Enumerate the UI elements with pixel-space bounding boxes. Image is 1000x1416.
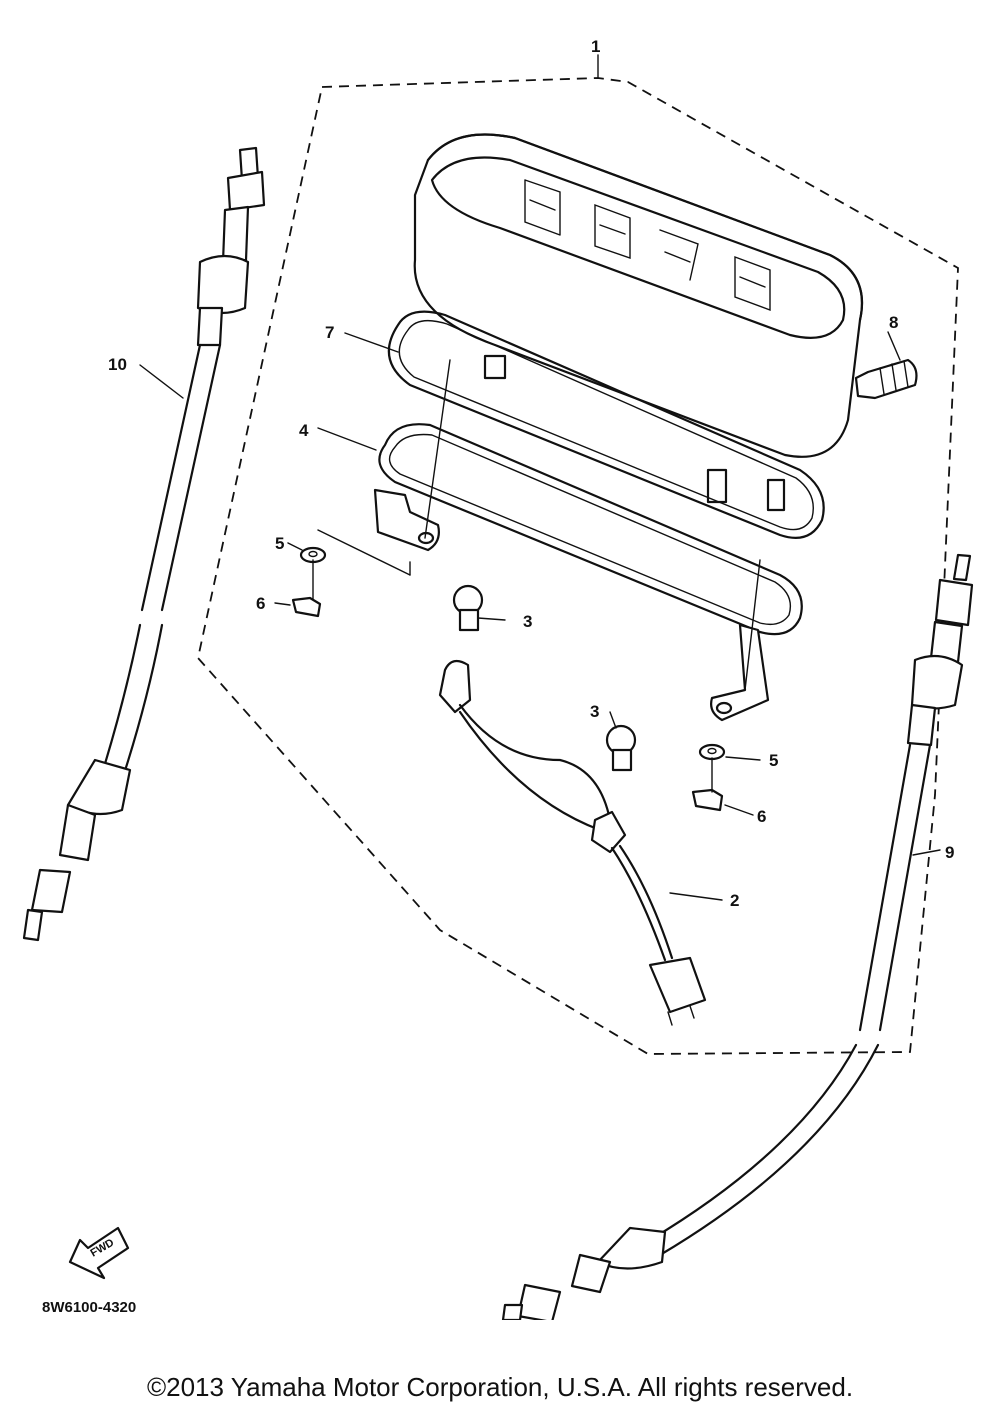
callout-9: 9 [945,843,954,862]
display-digits [524,179,771,312]
callout-labels: 1 2 3 3 4 5 5 6 6 7 8 9 10 [108,37,954,910]
copyright-notice: ©2013 Yamaha Motor Corporation, U.S.A. A… [146,1372,854,1402]
callout-2: 2 [730,891,739,910]
figure-number: 8W6100-4320 [42,1299,136,1316]
washer-right [698,743,726,761]
reset-knob [854,358,918,400]
tachometer-cable [501,553,974,1320]
callout-1: 1 [591,37,600,56]
assembly-boundary [197,54,959,1055]
parts-diagram: FWD 1 2 3 3 4 5 5 6 6 7 8 9 10 8W6100-43… [22,37,974,1320]
callout-5-left: 5 [275,534,284,553]
nut-left [291,596,322,618]
callout-10: 10 [108,355,127,374]
fwd-arrow-icon: FWD [68,1226,130,1280]
alignment-lines [312,359,761,793]
callout-8: 8 [889,313,898,332]
bulb-lower [605,724,637,772]
housing-studs [483,354,786,512]
bracket [373,423,803,722]
callout-5-right: 5 [769,751,778,770]
speedometer-cable [22,146,266,942]
leader-lines [139,331,941,901]
callout-3-lower: 3 [590,702,599,721]
callout-6-right: 6 [757,807,766,826]
wire-harness [438,659,707,1026]
callout-4: 4 [299,421,309,440]
meter-housing [413,133,918,512]
callout-3-upper: 3 [523,612,532,631]
callout-6-left: 6 [256,594,265,613]
callout-7: 7 [325,323,334,342]
gasket [387,310,825,539]
bulb-upper [452,584,484,632]
nut-right [691,788,724,812]
